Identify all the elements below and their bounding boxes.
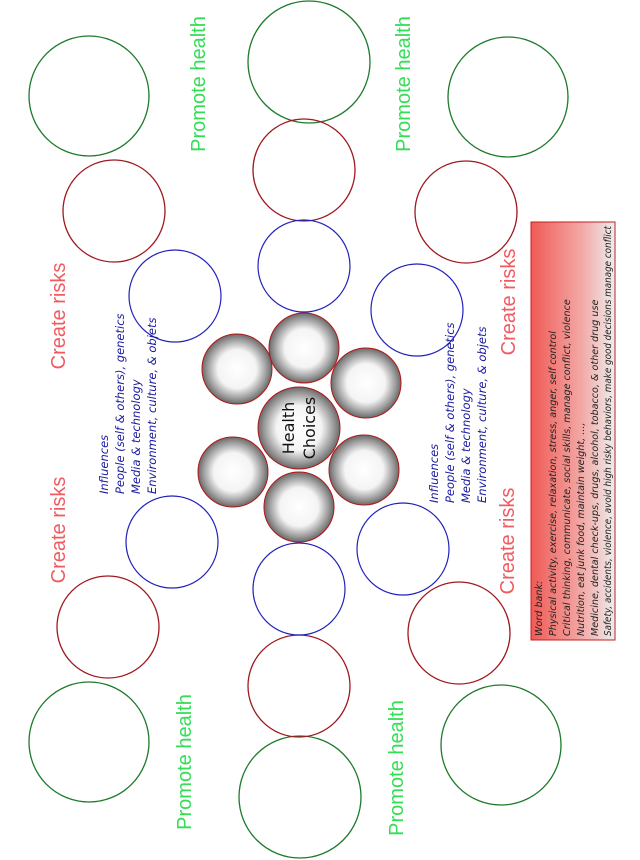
promote-label-bottom-left: Promote health	[174, 694, 196, 830]
influence-circle-left-top	[128, 249, 222, 343]
word-bank: Word bank: Physical activity, exercise, …	[530, 221, 616, 641]
word-bank-title: Word bank:	[534, 581, 545, 636]
risk-circle-left-bottom	[56, 575, 160, 679]
risk-circle-left-top	[62, 159, 166, 263]
word-bank-box	[530, 221, 616, 641]
influence-circle-right-bottom	[356, 502, 450, 596]
influence-circle-center-bottom	[252, 542, 346, 636]
influences-line-right: Media & technology	[459, 388, 473, 503]
promote-circle-top-center	[247, 0, 371, 124]
risk-label-left-bottom: Create risks	[48, 477, 70, 584]
center-title-line1: Health	[279, 402, 298, 455]
promote-circle-top-right	[447, 36, 569, 158]
influences-line-right: People (self & others), genetics	[443, 322, 457, 503]
word-bank-line: Medicine, dental check-ups, drugs, alcoh…	[590, 300, 601, 636]
influences-title-left: Influences	[97, 435, 111, 494]
risk-label-left-top: Create risks	[48, 263, 70, 370]
risk-circle-center-bottom	[247, 634, 351, 738]
word-bank-line: Safety, accidents, violence, avoid high …	[603, 225, 614, 636]
center-circle	[257, 386, 341, 470]
word-bank-line: Physical activity, exercise, relaxation,…	[548, 331, 559, 636]
influences-line-left: People (self & others), genetics	[113, 313, 127, 494]
influence-circle-right-top	[370, 263, 464, 357]
promote-label-top-right: Promote health	[393, 16, 415, 152]
influences-line-right: Environment, culture, & objets	[475, 327, 489, 503]
risk-circle-right-top	[414, 160, 518, 264]
petal-circle-upper-left	[201, 333, 273, 405]
risk-circle-center-top	[252, 118, 356, 222]
word-bank-line: Nutrition, eat junk food, maintain weigh…	[576, 423, 587, 636]
influences-block-right: Influences People (self & others), genet…	[427, 322, 489, 503]
promote-circle-bottom-center	[238, 735, 362, 859]
petal-circle-upper-right	[330, 347, 402, 419]
center-title-line2: Choices	[300, 397, 319, 460]
influence-circle-center-top	[257, 219, 351, 313]
promote-circle-top-left	[28, 35, 150, 157]
risk-label-right-bottom: Create risks	[497, 488, 519, 595]
petal-circle-top	[268, 312, 340, 384]
word-bank-line: Critical thinking, communicate, social s…	[562, 299, 573, 636]
petal-circle-bottom	[263, 471, 335, 543]
influences-line-left: Environment, culture, & objets	[145, 318, 159, 494]
promote-circle-bottom-left	[28, 681, 150, 803]
risk-label-right-top: Create risks	[498, 249, 520, 356]
influences-title-right: Influences	[427, 444, 441, 503]
influence-circle-left-bottom	[125, 495, 219, 589]
promote-label-bottom-right: Promote health	[386, 700, 408, 836]
promote-circle-bottom-right	[440, 684, 562, 806]
promote-label-top-left: Promote health	[188, 16, 210, 152]
risk-circle-right-bottom	[407, 581, 511, 685]
petal-circle-lower-left	[197, 436, 269, 508]
petal-circle-lower-right	[328, 434, 400, 506]
influences-line-left: Media & technology	[129, 379, 143, 494]
influences-block-left: Influences People (self & others), genet…	[97, 313, 159, 494]
